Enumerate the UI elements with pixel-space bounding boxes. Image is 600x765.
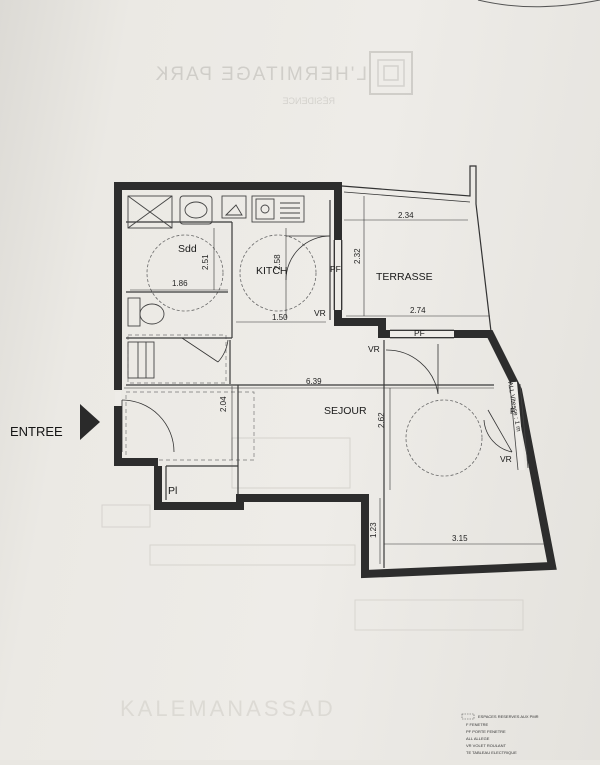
circulation-zones bbox=[125, 334, 255, 461]
dim-entry-height: 2.04 bbox=[219, 396, 228, 412]
entry-wall-lower bbox=[114, 406, 158, 466]
dim-terrasse-top: 2.34 bbox=[398, 211, 414, 220]
legend: ESPACES RESERVES AUX PMR F FENETRE PF PO… bbox=[461, 713, 539, 755]
legend-item-3: PF PORTE FENETRE bbox=[466, 729, 506, 734]
washbasin bbox=[179, 195, 213, 225]
toilet-tank bbox=[127, 297, 141, 327]
label-vr-right: VR bbox=[500, 454, 512, 464]
opening-frames bbox=[333, 240, 529, 471]
legend-item-4: ALL ALLEGE bbox=[466, 736, 490, 741]
room-label-terrasse: TERRASSE bbox=[376, 271, 433, 283]
window-leaf-right bbox=[487, 409, 513, 453]
dim-sejour-height: 2.62 bbox=[377, 412, 386, 428]
door-swings bbox=[121, 235, 513, 453]
shower-tray bbox=[127, 195, 173, 229]
wc-cistern bbox=[221, 195, 247, 219]
terrace-rail bbox=[343, 191, 471, 203]
dim-sdd-height: 2.51 bbox=[201, 254, 210, 270]
legend-item-5: VR VOLET ROULANT bbox=[466, 743, 506, 748]
dim-terrasse-height: 2.32 bbox=[353, 248, 362, 264]
sink-drain bbox=[260, 204, 270, 214]
terrace-outline bbox=[341, 165, 493, 341]
right-window-opening bbox=[511, 381, 525, 471]
ghost-subtitle: RÉSIDENCE bbox=[282, 96, 335, 106]
dim-terrasse-bottom: 2.74 bbox=[410, 306, 426, 315]
wall-openings bbox=[115, 240, 525, 471]
dimension-lines bbox=[124, 196, 548, 564]
room-label-sdd: Sdd bbox=[178, 243, 197, 255]
zone-entry bbox=[125, 391, 255, 461]
entree-label: ENTREE bbox=[10, 424, 63, 439]
wc-mark bbox=[224, 204, 243, 216]
ghost-furniture: KALEMANASSAD bbox=[101, 437, 524, 721]
ghost-header: L'HERMITAGE PARK RÉSIDENCE bbox=[154, 51, 413, 106]
exterior-walls bbox=[114, 182, 557, 579]
washbasin-bowl bbox=[184, 201, 208, 219]
legend-item-1: ESPACES RESERVES AUX PMR bbox=[478, 714, 539, 719]
label-f-right: F bbox=[510, 406, 515, 416]
ghost-logo-inner bbox=[377, 59, 405, 87]
legend-item-2: F FENETRE bbox=[466, 722, 489, 727]
pmr-circle-sdd bbox=[146, 234, 224, 312]
sejour-door-arc bbox=[385, 349, 439, 395]
room-label-sejour: SEJOUR bbox=[324, 405, 367, 417]
sink bbox=[255, 198, 275, 220]
pmr-circle-kitch bbox=[239, 234, 317, 312]
label-pf-kitchen: PF bbox=[330, 264, 341, 274]
pmr-circle-sejour bbox=[405, 399, 483, 477]
hob bbox=[280, 202, 300, 219]
ghost-footer: KALEMANASSAD bbox=[120, 696, 336, 721]
dim-sejour-width: 6.39 bbox=[306, 377, 322, 386]
outer-wall bbox=[114, 182, 557, 579]
entry-arrow-icon bbox=[80, 404, 100, 440]
label-pf-sejour: PF bbox=[414, 328, 425, 338]
toilet-bowl bbox=[139, 303, 165, 325]
kitch-door-arc bbox=[285, 235, 331, 281]
pmr-circles bbox=[146, 234, 483, 477]
entry-door-arc bbox=[121, 399, 175, 453]
ghost-logo bbox=[369, 51, 413, 95]
label-vr-sejour: VR bbox=[368, 344, 380, 354]
hall-door-leaf bbox=[181, 337, 219, 363]
legend-pmr-swatch bbox=[461, 713, 475, 720]
room-label-kitch: KITCH bbox=[256, 265, 288, 277]
kitchen-unit bbox=[251, 195, 305, 223]
legend-item-6: TE TABLEAU ELECTRIQUE bbox=[466, 750, 517, 755]
storage-unit bbox=[127, 341, 155, 379]
room-label-pl: Pl bbox=[168, 485, 177, 497]
ghost-brand: L'HERMITAGE PARK bbox=[154, 64, 367, 85]
interior-walls bbox=[126, 200, 494, 568]
dim-kitch-height: 2.58 bbox=[273, 254, 282, 270]
fixtures bbox=[127, 195, 305, 379]
dim-sdd-width: 1.86 bbox=[172, 279, 188, 288]
dim-lower-height: 1.23 bbox=[369, 522, 378, 538]
label-vr-kitchen: VR bbox=[314, 308, 326, 318]
corner-line bbox=[477, 0, 600, 8]
dim-lower-width: 3.15 bbox=[452, 534, 468, 543]
shower-diag-2 bbox=[127, 195, 173, 229]
dim-hall-width: 1.50 bbox=[272, 313, 288, 322]
